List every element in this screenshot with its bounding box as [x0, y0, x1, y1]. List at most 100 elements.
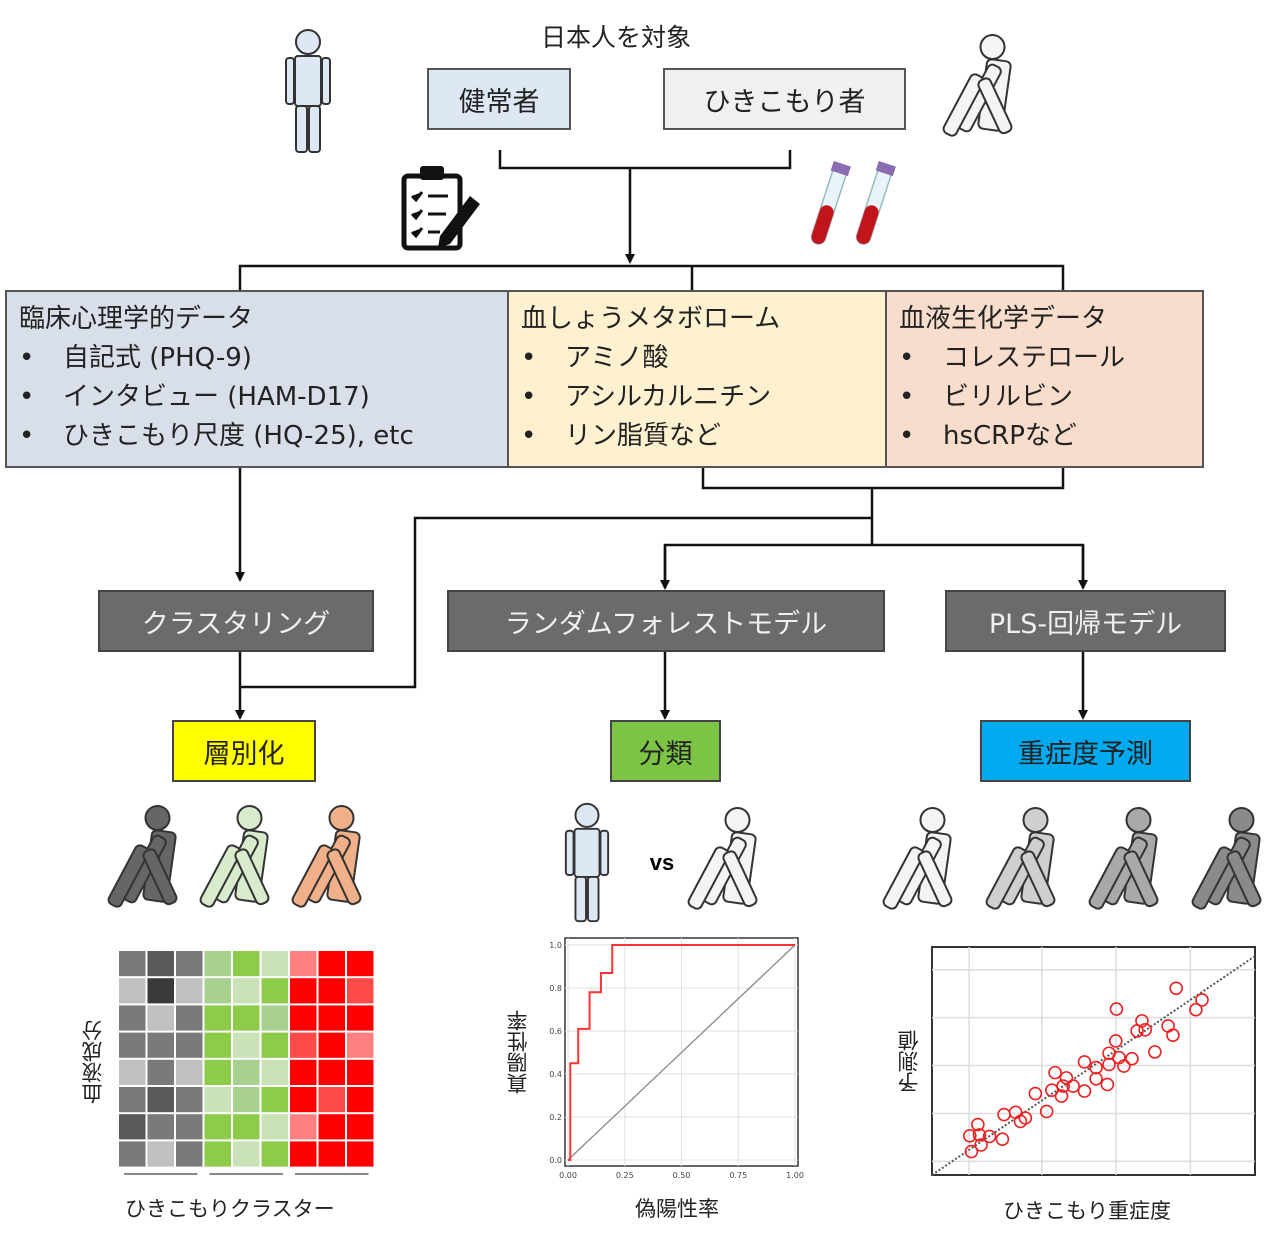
scatter-point — [1195, 993, 1209, 1007]
severity-prediction-box: 重症度予測 — [980, 720, 1191, 782]
y-tick-label: 0.4 — [549, 1070, 562, 1079]
heatmap-cell — [204, 1141, 231, 1167]
scatter-point — [1066, 1079, 1080, 1093]
heatmap-cell — [318, 1114, 345, 1140]
scatter-point — [1048, 1065, 1062, 1080]
heatmap-cell — [318, 1059, 345, 1085]
scatter-point — [1089, 1071, 1103, 1086]
scatter-point — [1169, 981, 1183, 996]
heatmap-cell — [204, 1032, 231, 1058]
heatmap-cell — [147, 978, 174, 1004]
roc-xlabel: 偽陽性率 — [635, 1197, 719, 1221]
scatter-ylabel: 予測値 — [897, 1030, 921, 1093]
y-tick-label: 0.2 — [549, 1113, 562, 1122]
chance-line — [567, 944, 796, 1161]
heatmap-cell — [176, 1087, 203, 1113]
heatmap-cell — [147, 1141, 174, 1167]
heatmap-cell — [233, 1032, 260, 1058]
scatter-point — [1100, 1077, 1115, 1092]
scatter-point — [962, 1128, 977, 1143]
page-title: 日本人を対象 — [541, 23, 692, 52]
scatter-chart — [931, 946, 1256, 1176]
heatmap-cell — [290, 1059, 317, 1085]
severity-person-icon — [1086, 806, 1161, 912]
classification-box: 分類 — [610, 720, 721, 782]
list-item: ビリルビン — [899, 378, 1190, 417]
scatter-point — [1108, 1034, 1123, 1048]
scatter-point — [972, 1128, 987, 1142]
heatmap-cell — [261, 1141, 288, 1167]
heatmap-cell — [347, 1141, 374, 1167]
severity-person-icon — [880, 806, 955, 912]
heatmap-cell — [204, 951, 231, 977]
heatmap-cell — [147, 1032, 174, 1058]
list-item: 自記式 (PHQ-9) — [19, 339, 495, 378]
box-title: 血液生化学データ — [899, 304, 1108, 334]
heatmap-cell — [119, 1005, 146, 1031]
heatmap-cell — [119, 1141, 146, 1167]
heatmap-cell — [233, 1087, 260, 1113]
scatter-point — [1148, 1045, 1162, 1059]
cluster-person-icon — [197, 804, 272, 910]
x-tick-label: 1.00 — [786, 1171, 804, 1180]
scatter-point — [1125, 1051, 1139, 1066]
scatter-point — [1135, 1014, 1149, 1028]
scatter-point — [1077, 1055, 1092, 1069]
scatter-point — [974, 1138, 988, 1152]
heatmap-cell — [318, 1087, 345, 1113]
heatmap-cell — [318, 1005, 345, 1031]
heatmap-cell — [147, 1005, 174, 1031]
heatmap-cell — [261, 978, 288, 1004]
scatter-point — [1039, 1104, 1054, 1119]
clinical-data-box: 臨床心理学的データ 自記式 (PHQ-9)インタビュー (HAM-D17)ひきこ… — [5, 290, 509, 468]
heatmap-cell — [119, 951, 146, 977]
x-tick-label: 0.25 — [616, 1171, 634, 1180]
heatmap-cell — [147, 1114, 174, 1140]
list-item: インタビュー (HAM-D17) — [19, 378, 495, 417]
scatter-point — [1117, 1059, 1131, 1073]
heatmap-cell — [147, 1059, 174, 1085]
heatmap-cell — [233, 1059, 260, 1085]
list-item: アミノ酸 — [521, 339, 873, 378]
heatmap-cell — [290, 1141, 317, 1167]
metabolome-box: 血しょうメタボローム アミノ酸アシルカルニチンリン脂質など — [507, 290, 887, 468]
list-item: ひきこもり尺度 (HQ-25), etc — [19, 417, 495, 456]
heatmap-cell — [176, 1032, 203, 1058]
roc-curve — [568, 944, 795, 1161]
scatter-point — [982, 1129, 997, 1144]
heatmap-cell — [347, 1005, 374, 1031]
heatmap-cell — [176, 1005, 203, 1031]
hikikomori-person-icon — [685, 806, 760, 912]
scatter-point — [1077, 1084, 1092, 1098]
heatmap-chart — [119, 951, 374, 1175]
heatmap-cell — [233, 1114, 260, 1140]
healthy-person-icon — [284, 28, 332, 154]
heatmap-cell — [318, 978, 345, 1004]
heatmap-cell — [347, 1059, 374, 1085]
heatmap-cell — [119, 1114, 146, 1140]
scatter-point — [1166, 1028, 1180, 1043]
scatter-point — [1056, 1079, 1070, 1093]
heatmap-cell — [261, 1114, 288, 1140]
heatmap-cell — [176, 951, 203, 977]
heatmap-cell — [147, 1087, 174, 1113]
list-item: アシルカルニチン — [521, 378, 873, 417]
heatmap-cell — [204, 1059, 231, 1085]
heatmap-cell — [204, 1114, 231, 1140]
heatmap-cell — [261, 951, 288, 977]
heatmap-cell — [347, 1087, 374, 1113]
pls-regression-model-box: PLS-回帰モデル — [945, 590, 1226, 652]
blood-test-tubes-icon — [810, 161, 896, 245]
vs-label: vs — [650, 850, 674, 875]
scatter-point — [1018, 1111, 1033, 1125]
heatmap-cell — [119, 1059, 146, 1085]
scatter-point — [1059, 1071, 1074, 1085]
heatmap-cell — [176, 1114, 203, 1140]
heatmap-cell — [347, 1032, 374, 1058]
heatmap-cell — [290, 951, 317, 977]
heatmap-cell — [290, 1114, 317, 1140]
y-tick-label: 0.8 — [549, 984, 562, 993]
heatmap-cell — [176, 978, 203, 1004]
blood-biochem-box: 血液生化学データ コレステロールビリルビンhsCRPなど — [885, 290, 1204, 468]
